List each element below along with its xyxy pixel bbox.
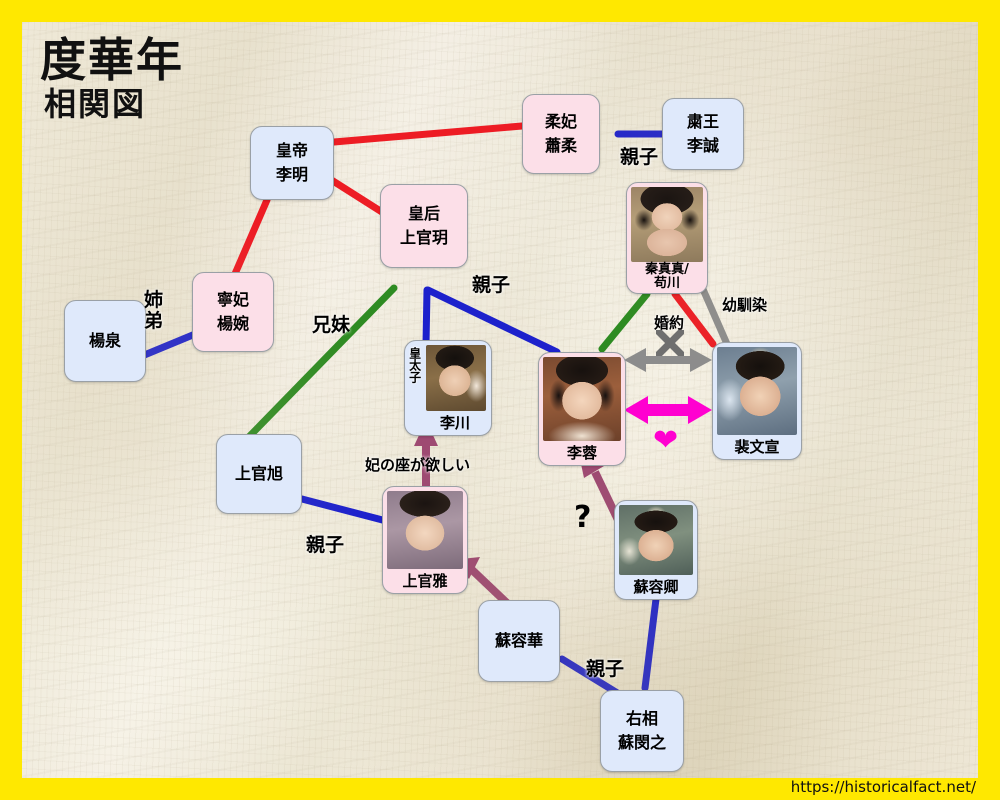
title-sub: 相関図	[44, 85, 147, 124]
node-lirong-name: 李蓉	[566, 444, 597, 462]
edge-label-oyako-suwang: 親子	[620, 146, 659, 168]
node-surongqing[interactable]: 蘇容卿	[614, 500, 698, 600]
node-youxiang-line1: 右相	[625, 709, 658, 728]
cross-mark-icon	[655, 328, 685, 360]
node-suwang[interactable]: 粛王 李誠	[662, 98, 744, 170]
node-suronghua-line1: 蘇容華	[494, 631, 543, 650]
node-shangguanxu-line1: 上官旭	[234, 464, 283, 483]
node-huangdi-line2: 李明	[275, 165, 308, 184]
shangguanya-portrait	[387, 491, 463, 569]
node-huanghou-line2: 上官玥	[399, 228, 448, 247]
node-huangdi[interactable]: 皇帝 李明	[250, 126, 334, 200]
page-title: 度華年 相関図	[40, 36, 184, 126]
node-suronghua[interactable]: 蘇容華	[478, 600, 560, 682]
node-huanghou-line1: 皇后	[407, 204, 440, 223]
node-peiwenxuan[interactable]: 裴文宣	[712, 342, 802, 460]
node-qinzhenzhen-name: 秦真真/苟川	[645, 261, 689, 291]
node-ningfei[interactable]: 寧妃 楊婉	[192, 272, 274, 352]
node-suwang-line2: 李誠	[686, 136, 719, 155]
edge-label-hinoza: 妃の座が欲しい	[365, 456, 471, 474]
node-lirong[interactable]: 李蓉	[538, 352, 626, 466]
qinzhenzhen-portrait	[631, 187, 703, 262]
node-roufei-line2: 蕭柔	[544, 136, 577, 155]
edge-huangdi-roufei	[330, 122, 526, 146]
node-roufei[interactable]: 柔妃 蕭柔	[522, 94, 600, 174]
node-shangguanya[interactable]: 上官雅	[382, 486, 468, 594]
edge-label-osanananajimi: 幼馴染	[722, 296, 768, 314]
node-peiwenxuan-name: 裴文宣	[734, 438, 780, 456]
edge-huanghou-lichuan	[422, 286, 431, 348]
node-youxiang-line2: 蘇閔之	[617, 733, 666, 752]
edge-label-oyako-huanghou: 親子	[472, 274, 511, 296]
source-url[interactable]: https://historicalfact.net/	[790, 778, 976, 796]
edge-qinzhenzhen-lirong	[598, 290, 651, 353]
node-huangdi-line1: 皇帝	[275, 141, 308, 160]
node-roufei-line1: 柔妃	[544, 112, 577, 131]
node-lichuan[interactable]: 皇太子 李川	[404, 340, 492, 436]
node-shangguanxu[interactable]: 上官旭	[216, 434, 302, 514]
edge-label-question: ?	[574, 500, 592, 535]
edge-label-oyako-su: 親子	[586, 658, 625, 680]
lirong-portrait	[543, 357, 621, 441]
node-lichuan-name: 李川	[439, 414, 470, 432]
heart-icon: ❤	[653, 423, 679, 458]
node-yangquan-line1: 楊泉	[88, 331, 121, 350]
node-huanghou[interactable]: 皇后 上官玥	[380, 184, 468, 268]
double-arrow-magenta	[624, 396, 712, 424]
edge-shangguanxu-shangguanya	[298, 495, 394, 526]
node-suwang-line1: 粛王	[686, 112, 719, 131]
node-ningfei-line1: 寧妃	[216, 290, 249, 309]
title-main: 度華年	[40, 33, 184, 87]
peiwenxuan-portrait	[717, 347, 797, 435]
edge-surongqing-youxiang	[641, 595, 660, 692]
node-ningfei-line2: 楊婉	[216, 314, 249, 333]
edge-label-oyako-shangguan: 親子	[306, 534, 345, 556]
node-qinzhenzhen[interactable]: 秦真真/苟川	[626, 182, 708, 294]
node-surongqing-name: 蘇容卿	[633, 578, 679, 596]
node-shangguanya-name: 上官雅	[402, 572, 448, 590]
surongqing-portrait	[619, 505, 693, 575]
lichuan-portrait	[426, 345, 486, 411]
node-lichuan-title-tag: 皇太子	[407, 347, 422, 383]
edge-label-shimai-otouto: 姉 弟	[144, 289, 164, 333]
node-youxiang[interactable]: 右相 蘇閔之	[600, 690, 684, 772]
edge-label-kyoudai: 兄妹	[312, 314, 351, 336]
parchment-background: ❤ 度華年 相関図 皇帝 李明 柔妃 蕭柔 粛王 李誠 皇后 上官玥 寧妃	[22, 22, 978, 778]
node-yangquan[interactable]: 楊泉	[64, 300, 146, 382]
